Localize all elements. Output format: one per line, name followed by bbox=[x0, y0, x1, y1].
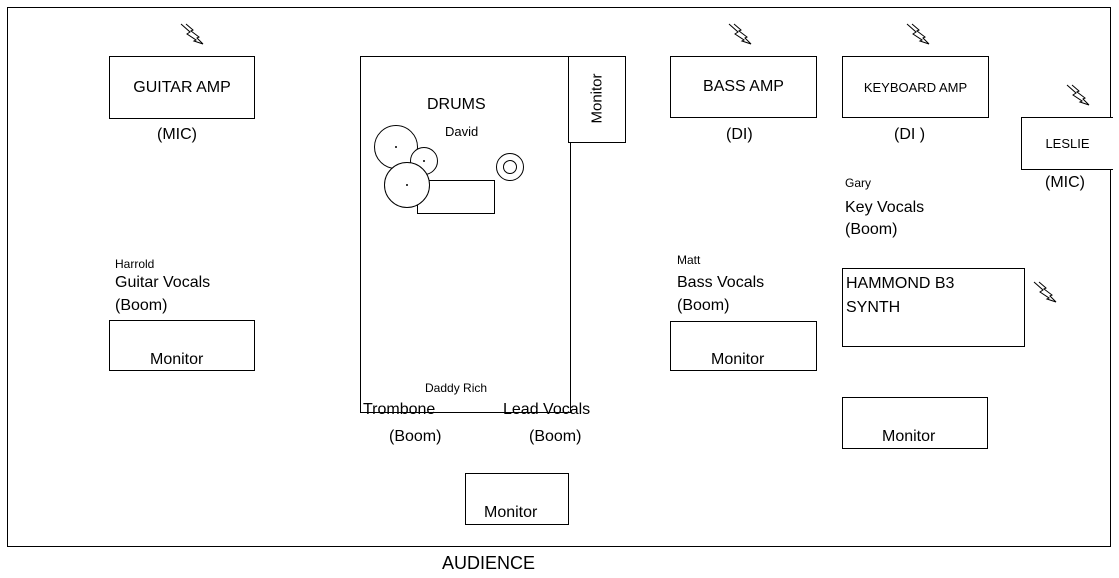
harrold-mic: (Boom) bbox=[115, 297, 168, 314]
harrold-name: Harrold bbox=[115, 257, 155, 271]
matt-mic: (Boom) bbox=[677, 297, 730, 314]
drum-monitor-box bbox=[568, 56, 626, 143]
keyboard-amp-label: KEYBOARD AMP bbox=[863, 79, 968, 95]
power-icon bbox=[906, 23, 930, 45]
matt-monitor-box bbox=[670, 321, 817, 371]
hammond-line2: SYNTH bbox=[846, 299, 901, 316]
bass-amp-input: (DI) bbox=[726, 126, 753, 143]
harrold-role: Guitar Vocals bbox=[115, 274, 211, 291]
harrold-monitor-box bbox=[109, 320, 255, 371]
bass-drum bbox=[417, 180, 495, 214]
hammond-line1: HAMMOND B3 bbox=[846, 275, 955, 292]
guitar-amp-box: GUITAR AMP bbox=[109, 56, 255, 119]
lead-vocals-label: Lead Vocals bbox=[503, 401, 591, 418]
hammond-monitor-box bbox=[842, 397, 988, 449]
stage-plot bbox=[7, 7, 1111, 547]
gary-name: Gary bbox=[845, 176, 872, 190]
guitar-amp-label: GUITAR AMP bbox=[133, 78, 231, 96]
lead-monitor-box bbox=[465, 473, 569, 525]
trombone-label: Trombone bbox=[363, 401, 436, 418]
leslie-label: LESLIE bbox=[1045, 136, 1090, 151]
power-icon bbox=[1066, 84, 1090, 106]
hammond-monitor-label: Monitor bbox=[882, 428, 936, 445]
cymbal-inner bbox=[503, 160, 517, 174]
floor-tom-center bbox=[406, 184, 408, 186]
gary-role: Key Vocals bbox=[845, 199, 925, 216]
matt-name: Matt bbox=[677, 253, 701, 267]
bass-amp-box: BASS AMP bbox=[670, 56, 817, 118]
guitar-amp-input: (MIC) bbox=[157, 126, 197, 143]
harrold-monitor-label: Monitor bbox=[150, 351, 204, 368]
daddy-rich-name: Daddy Rich bbox=[425, 381, 488, 395]
drum-tom-center bbox=[395, 146, 397, 148]
drums-riser bbox=[360, 56, 571, 413]
trombone-mic: (Boom) bbox=[389, 428, 442, 445]
power-icon bbox=[180, 23, 204, 45]
drum-tom-center bbox=[423, 160, 425, 162]
audience-label: AUDIENCE bbox=[442, 553, 536, 573]
gary-mic: (Boom) bbox=[845, 221, 898, 238]
matt-role: Bass Vocals bbox=[677, 274, 765, 291]
drums-label: DRUMS bbox=[427, 96, 486, 113]
hammond-box bbox=[842, 268, 1025, 347]
matt-monitor-label: Monitor bbox=[711, 351, 765, 368]
power-icon bbox=[1033, 281, 1057, 303]
power-icon bbox=[728, 23, 752, 45]
leslie-box: LESLIE bbox=[1021, 117, 1113, 170]
drummer-name: David bbox=[445, 124, 479, 139]
keyboard-amp-input: (DI ) bbox=[894, 126, 926, 143]
lead-monitor-label: Monitor bbox=[484, 504, 538, 521]
drum-monitor-label: Monitor bbox=[588, 73, 606, 124]
lead-vocals-mic: (Boom) bbox=[529, 428, 582, 445]
keyboard-amp-box: KEYBOARD AMP bbox=[842, 56, 989, 118]
leslie-input: (MIC) bbox=[1045, 174, 1085, 191]
bass-amp-label: BASS AMP bbox=[703, 78, 784, 95]
